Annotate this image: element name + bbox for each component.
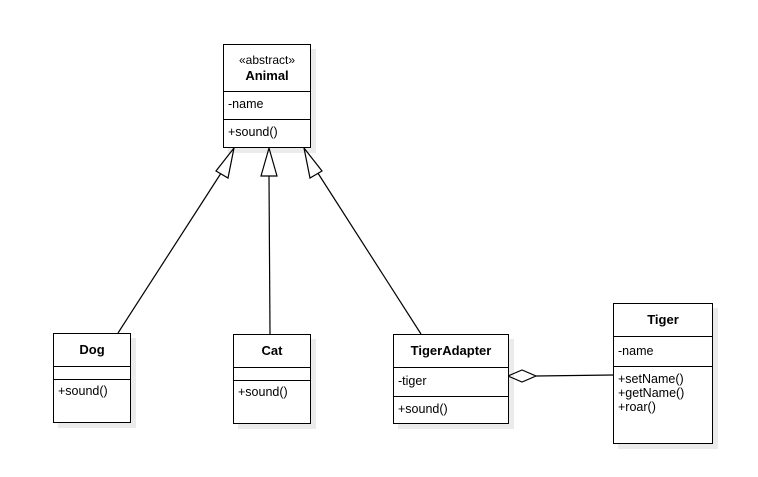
operation: +sound() xyxy=(398,402,448,416)
class-operations: +setName() +getName() +roar() xyxy=(614,367,712,415)
operation: +roar() xyxy=(618,400,656,414)
class-attributes: -name xyxy=(614,337,712,367)
generalization-dog-animal xyxy=(117,166,226,334)
class-stereotype: «abstract» xyxy=(238,52,296,67)
class-operations: +sound() xyxy=(224,120,310,140)
class-name: TigerAdapter xyxy=(410,343,492,358)
class-animal[interactable]: «abstract» Animal -name +sound() xyxy=(223,44,311,148)
aggregation-diamond xyxy=(506,369,538,383)
class-name: Dog xyxy=(79,342,105,357)
attribute: -name xyxy=(618,344,654,358)
class-operations: +sound() xyxy=(54,380,130,399)
class-header: Cat xyxy=(234,335,310,368)
class-header: Tiger xyxy=(614,304,712,337)
operation: +sound() xyxy=(228,125,278,139)
class-attributes: -name xyxy=(224,92,310,120)
class-tigeradapter[interactable]: TigerAdapter -tiger +sound() xyxy=(393,334,509,424)
class-operations: +sound() xyxy=(234,381,310,400)
class-name: Animal xyxy=(245,67,289,83)
generalization-arrowhead-cat xyxy=(260,145,278,177)
class-header: Dog xyxy=(54,334,130,367)
generalization-cat-animal xyxy=(268,175,271,335)
class-attributes: -tiger xyxy=(394,368,508,397)
class-header: «abstract» Animal xyxy=(224,45,310,92)
class-name: Tiger xyxy=(647,312,679,327)
class-attributes xyxy=(234,368,310,381)
class-dog[interactable]: Dog +sound() xyxy=(53,333,131,423)
attribute: -name xyxy=(228,97,264,111)
class-header: TigerAdapter xyxy=(394,335,508,368)
class-cat[interactable]: Cat +sound() xyxy=(233,334,311,424)
operation: +sound() xyxy=(238,385,288,399)
attribute: -tiger xyxy=(398,374,427,388)
generalization-arrowhead-dog xyxy=(215,147,235,179)
class-name: Cat xyxy=(261,343,283,358)
class-operations: +sound() xyxy=(394,397,508,417)
aggregation-line xyxy=(535,374,614,377)
class-tiger[interactable]: Tiger -name +setName() +getName() +roar(… xyxy=(613,303,713,444)
operation: +sound() xyxy=(58,384,108,398)
operation: +getName() xyxy=(618,386,685,400)
class-attributes xyxy=(54,367,130,380)
generalization-arrowhead-tigeradapter xyxy=(303,147,323,179)
operation: +setName() xyxy=(618,372,684,386)
generalization-tigeradapter-animal xyxy=(313,166,422,335)
